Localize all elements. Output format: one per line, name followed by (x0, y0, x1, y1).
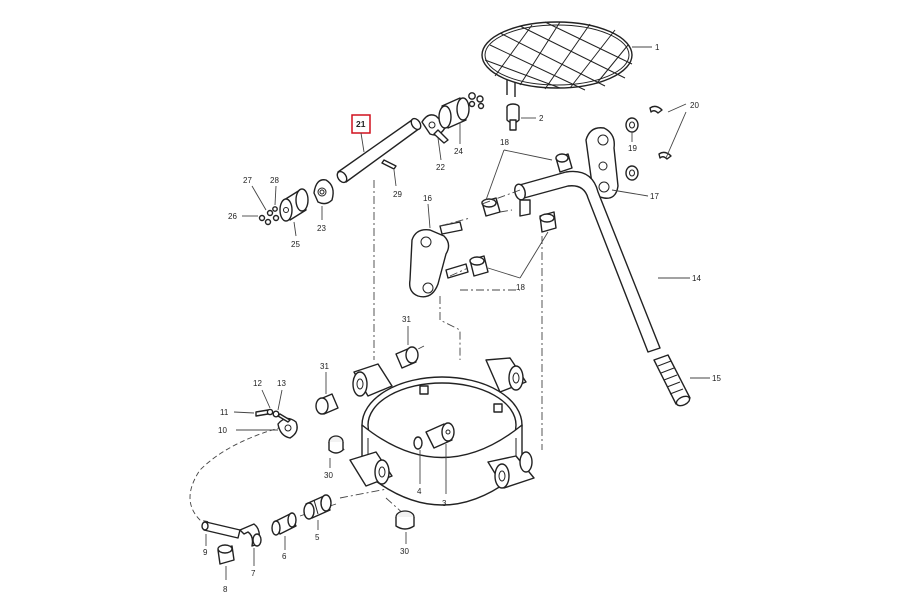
inner-bushing-part[interactable] (425, 422, 455, 449)
callout-7: 7 (251, 569, 256, 578)
callout-20: 20 (690, 101, 699, 110)
callout-6: 6 (282, 552, 287, 561)
left-link-plate-part[interactable] (408, 221, 469, 298)
callout-13: 13 (277, 379, 286, 388)
cap-part[interactable] (328, 435, 415, 530)
clip-part[interactable] (649, 105, 672, 160)
callout-23: 23 (317, 224, 326, 233)
callout-5: 5 (315, 533, 320, 542)
rod-part[interactable] (201, 521, 241, 539)
grip-part[interactable] (653, 354, 691, 408)
callout-28: 28 (270, 176, 279, 185)
nut-part[interactable] (468, 92, 485, 110)
callout-12: 12 (253, 379, 262, 388)
callout-8: 8 (223, 585, 228, 594)
callout-14: 14 (692, 274, 701, 283)
cotter-pin-part[interactable] (381, 159, 397, 170)
mounting-boss-part[interactable] (349, 357, 535, 489)
callout-26: 26 (228, 212, 237, 221)
callout-3: 3 (442, 499, 447, 508)
bracket-part[interactable] (421, 114, 449, 144)
coupler-part[interactable] (271, 512, 297, 536)
callout-2: 2 (539, 114, 544, 123)
left-roller-part[interactable] (279, 188, 309, 222)
shaft-part[interactable] (335, 117, 422, 184)
callout-30-bottom: 30 (400, 547, 409, 556)
small-hardware-part[interactable] (255, 408, 291, 423)
sleeve-part[interactable] (303, 494, 332, 520)
o-ring-part[interactable] (413, 436, 423, 450)
callout-25: 25 (291, 240, 300, 249)
callout-9: 9 (203, 548, 208, 557)
callout-18-lower: 18 (516, 283, 525, 292)
grate-part[interactable] (481, 21, 633, 97)
callout-11: 11 (220, 408, 229, 417)
callout-17: 17 (650, 192, 659, 201)
washer-part[interactable] (625, 117, 639, 181)
callout-27: 27 (243, 176, 252, 185)
callout-30-left: 30 (324, 471, 333, 480)
callout-21: 21 (356, 119, 366, 129)
elbow-part[interactable] (239, 523, 262, 547)
callout-18-upper: 18 (500, 138, 509, 147)
washer-screw-part[interactable] (258, 206, 280, 226)
callout-31-upper: 31 (402, 315, 411, 324)
callout-31-left: 31 (320, 362, 329, 371)
cam-part[interactable] (313, 179, 334, 205)
callout-22: 22 (436, 163, 445, 172)
lever-part[interactable] (513, 170, 661, 353)
highlighted-callout-21[interactable]: 21 (351, 114, 371, 134)
callout-10: 10 (218, 426, 227, 435)
callout-29: 29 (393, 190, 402, 199)
callout-19: 19 (628, 144, 637, 153)
pin-part[interactable] (506, 103, 520, 131)
callout-1: 1 (655, 43, 660, 52)
callout-4: 4 (417, 487, 422, 496)
callout-15: 15 (712, 374, 721, 383)
end-cap-part[interactable] (217, 544, 235, 565)
callout-24: 24 (454, 147, 463, 156)
callout-16: 16 (423, 194, 432, 203)
roller-part[interactable] (438, 97, 470, 129)
upper-bushing-part[interactable] (315, 346, 419, 415)
